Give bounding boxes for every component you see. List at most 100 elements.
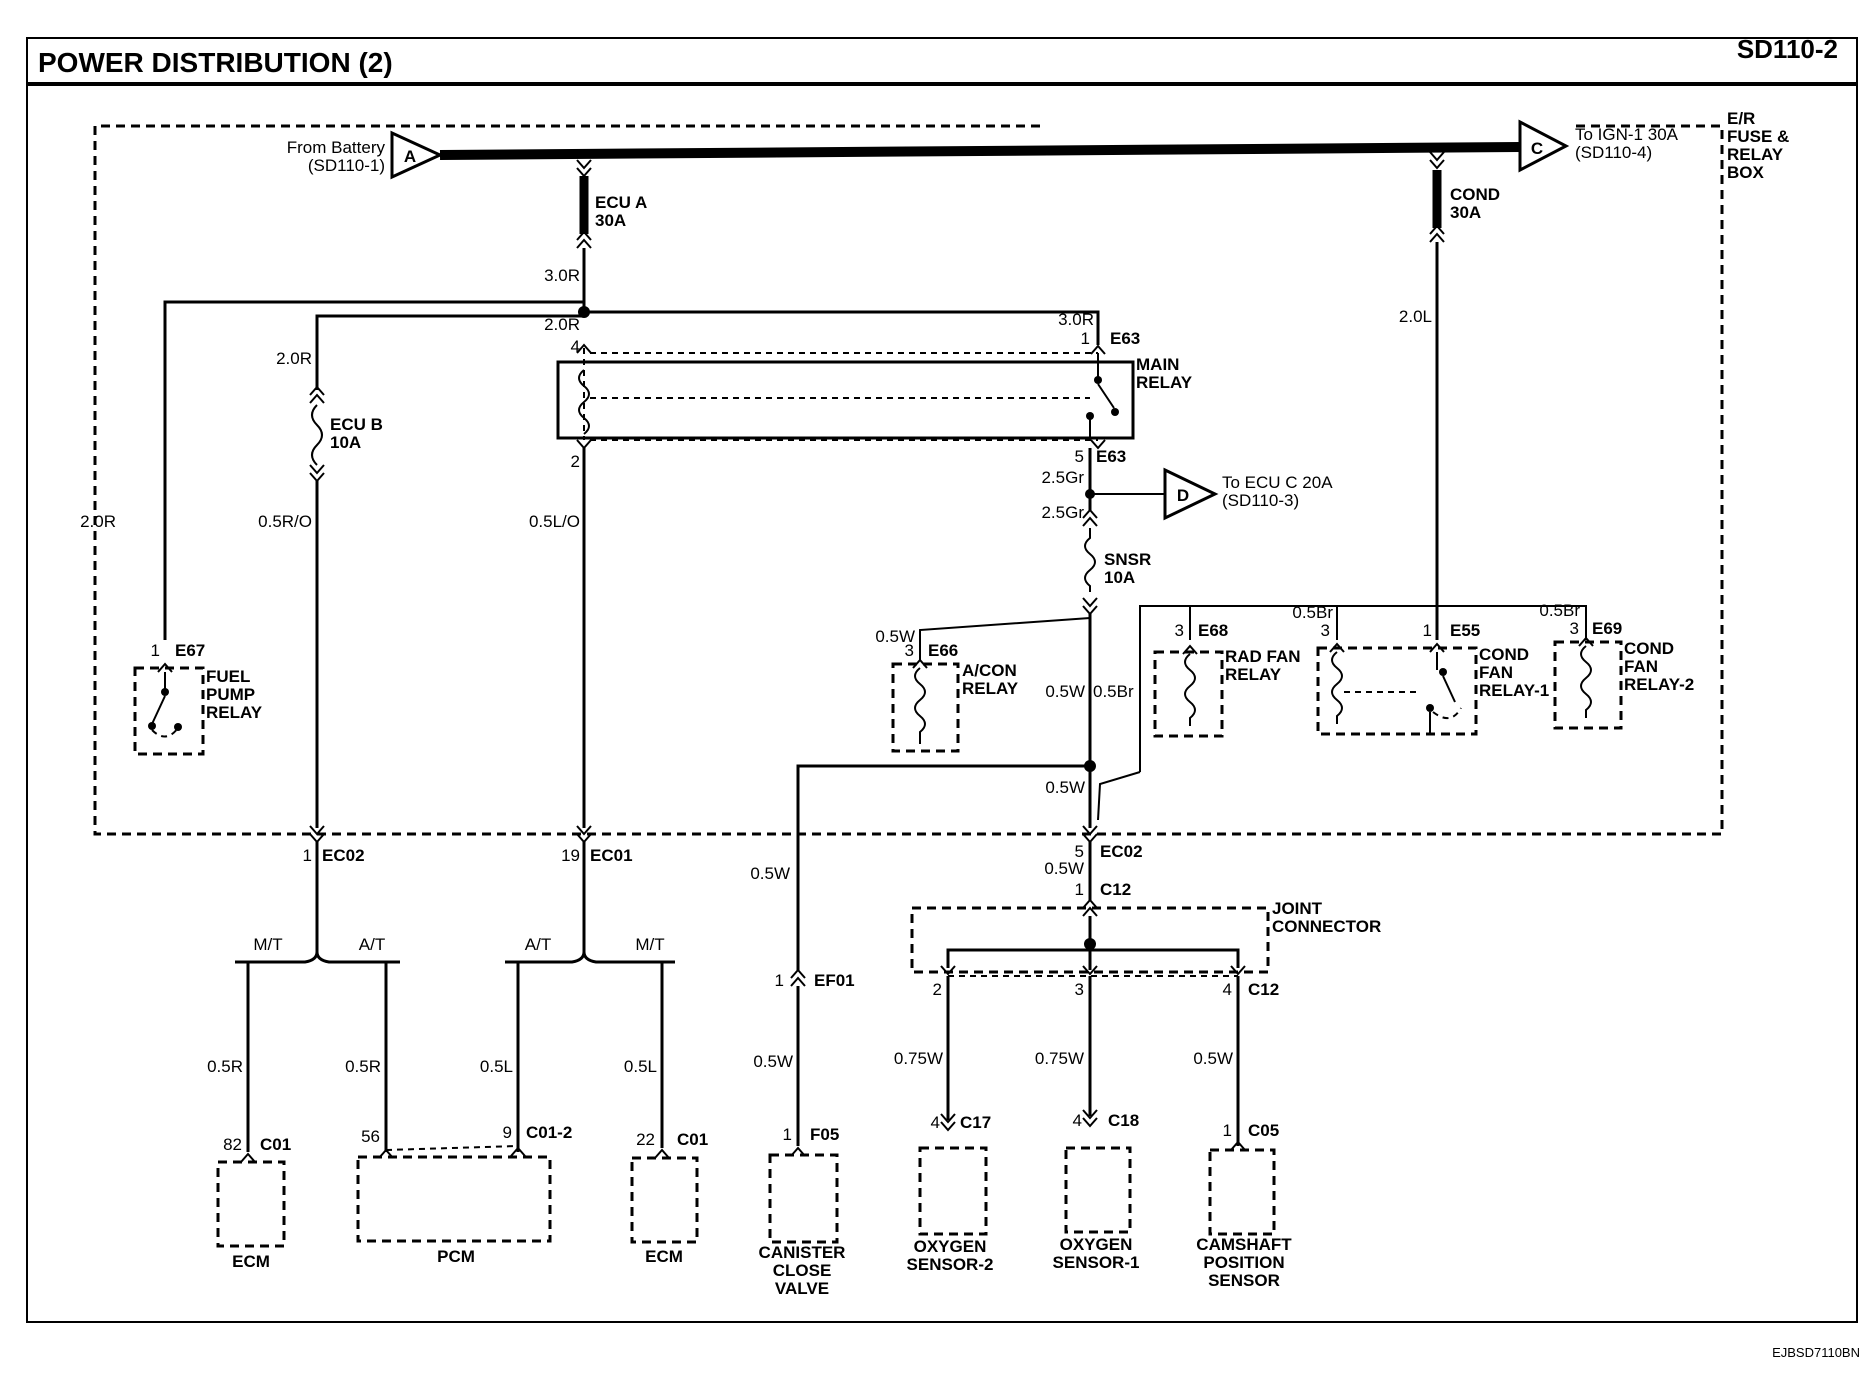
pin-number: 2 [571, 452, 580, 471]
fuse-snsr: SNSR 10A [1082, 508, 1151, 616]
wire-to-ecu-b [315, 314, 584, 390]
canister-label: VALVE [775, 1279, 829, 1298]
svg-text:(SD110-4): (SD110-4) [1575, 143, 1652, 162]
pin-number: 9 [503, 1123, 512, 1142]
wire-label: 0.75W [894, 1049, 943, 1068]
svg-text:E/R: E/R [1727, 109, 1755, 128]
pin-number: 56 [361, 1127, 380, 1146]
main-relay-label: RELAY [1136, 373, 1193, 392]
pin-marker [1082, 965, 1098, 976]
wire-label: M/T [253, 935, 282, 954]
wire-label: 3.0R [544, 266, 580, 285]
canister-label: CLOSE [773, 1261, 832, 1280]
svg-text:D: D [1177, 486, 1189, 505]
o2-sensor-1-box [1064, 1146, 1132, 1234]
connector-d: D To ECU C 20A (SD110-3) [1163, 467, 1333, 521]
connector-id: E69 [1592, 619, 1622, 638]
wire-label: 0.5L [624, 1057, 657, 1076]
wire-label: M/T [635, 935, 664, 954]
wire-label: 0.5R [207, 1057, 243, 1076]
fuse-relay-box-label: E/R FUSE & RELAY BOX [1727, 109, 1789, 182]
svg-text:30A: 30A [1450, 203, 1481, 222]
cond-fan-relay-2-label: FAN [1624, 657, 1658, 676]
joint-connector-label: CONNECTOR [1272, 917, 1381, 936]
pin-marker [1230, 1140, 1246, 1151]
ef01-marker [790, 968, 806, 987]
pin-number: 3 [1075, 980, 1084, 999]
pin-number: 5 [1075, 447, 1084, 466]
pin-number: 4 [1073, 1111, 1082, 1130]
cond-fan-relay-1-label: FAN [1479, 663, 1513, 682]
cond-fan-relay-1-coil [1329, 642, 1345, 724]
pin-number: 1 [1223, 1121, 1232, 1140]
wire-label: 0.5W [1044, 859, 1084, 878]
diagram-code: SD110-2 [1737, 34, 1838, 64]
wire-label: A/T [359, 935, 385, 954]
wire-to-fuel-pump [163, 300, 584, 640]
wire-to-e63-1 [584, 310, 1100, 345]
wire-label: 0.5W [753, 1052, 793, 1071]
pin-number: 1 [1081, 329, 1090, 348]
cond-fan-relay-2-label: RELAY-2 [1624, 675, 1694, 694]
wire-label: 0.5W [1045, 778, 1085, 797]
acon-relay-box [891, 662, 960, 753]
wire-to-cond-fan-2 [1337, 605, 1587, 640]
svg-text:To ECU C 20A: To ECU C 20A [1222, 473, 1333, 492]
wire-to-acon [919, 617, 1091, 660]
splice [1084, 938, 1096, 950]
connector-id: C01 [677, 1130, 708, 1149]
pin-marker [1082, 898, 1098, 917]
wire-label: 0.5Br [1292, 603, 1333, 622]
connector-a: A From Battery (SD110-1) [287, 130, 444, 180]
cond-fan-relay-2-box [1553, 640, 1623, 730]
fuel-pump-relay-label: FUEL [206, 667, 250, 686]
wire-label: 0.5W [875, 627, 915, 646]
main-relay-box [556, 360, 1135, 440]
main-relay-label: MAIN [1136, 355, 1179, 374]
connector-id: C01 [260, 1135, 291, 1154]
wire-label: 0.75W [1035, 1049, 1084, 1068]
wire-label: 0.5L/O [529, 512, 580, 531]
cond-fan-relay-2-coil [1578, 636, 1594, 718]
svg-text:10A: 10A [1104, 568, 1135, 587]
connector-id: C17 [960, 1113, 991, 1132]
pin-marker [510, 1146, 526, 1157]
connector-id: E66 [928, 641, 958, 660]
canister-label: CANISTER [759, 1243, 846, 1262]
fuel-pump-relay-label: PUMP [206, 685, 255, 704]
wire-label: 3.0R [1058, 310, 1094, 329]
connector-id: E68 [1198, 621, 1228, 640]
pin-marker [378, 1148, 394, 1159]
connector-id: E55 [1450, 621, 1480, 640]
page-title: POWER DISTRIBUTION (2) [38, 47, 393, 78]
main-relay-switch [1086, 344, 1119, 450]
pcm-label: PCM [437, 1247, 475, 1266]
cond-fan-relay-1-switch [1426, 642, 1462, 734]
o2-sensor-1-label: SENSOR-1 [1053, 1253, 1140, 1272]
wire-label: 2.0L [1399, 307, 1432, 326]
svg-text:COND: COND [1450, 185, 1500, 204]
svg-text:10A: 10A [330, 433, 361, 452]
image-code: EJBSD7110BN [1772, 1345, 1860, 1360]
acon-relay-label: A/CON [962, 661, 1017, 680]
svg-text:ECU B: ECU B [330, 415, 383, 434]
o2-sensor-1-label: OXYGEN [1060, 1235, 1133, 1254]
pin-marker [940, 965, 956, 976]
wire-label: 0.5R [345, 1057, 381, 1076]
wire-label: 0.5L [480, 1057, 513, 1076]
svg-text:From Battery: From Battery [287, 138, 386, 157]
wire-mt-at-split-a [235, 951, 400, 964]
svg-text:C: C [1531, 139, 1543, 158]
o2-sensor-2-label: SENSOR-2 [907, 1255, 994, 1274]
acon-relay-coil [912, 658, 928, 744]
pin-number: 4 [1223, 980, 1232, 999]
pin-marker [940, 1113, 956, 1132]
wire-label: A/T [525, 935, 551, 954]
ecm-a-box [216, 1160, 286, 1248]
pcm-box [356, 1155, 552, 1243]
pin-number: 4 [931, 1113, 940, 1132]
connector-id: E67 [175, 641, 205, 660]
cam-sensor-label: CAMSHAFT [1196, 1235, 1292, 1254]
wire-label: 2.5Gr [1041, 468, 1084, 487]
